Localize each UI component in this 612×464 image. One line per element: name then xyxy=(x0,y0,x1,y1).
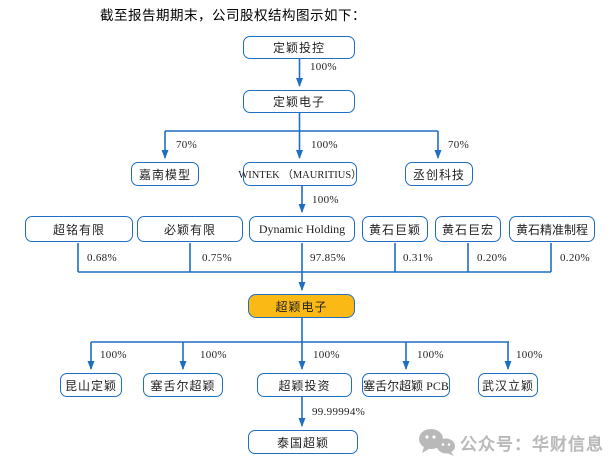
diagram-heading: 截至报告期期末，公司股权结构图示如下： xyxy=(100,8,366,23)
edge-label-holding-electronics: 100% xyxy=(310,61,337,73)
edge-label-chengchuang: 70% xyxy=(448,139,470,151)
node-jianan-moxing: 嘉南模型 xyxy=(131,162,199,186)
edge-label-wuhan-pct: 100% xyxy=(516,349,543,361)
node-huangshi-precision: 黄石精准制程 xyxy=(509,216,595,242)
edge-label-wintek-dynamic: 100% xyxy=(312,194,339,206)
edge-label-juying-pct: 0.31% xyxy=(403,252,433,264)
edge-label-thailand-pct: 99.99994% xyxy=(312,406,366,418)
node-seychelles-chaoying-pcb: 塞舌尔超颖 PCB xyxy=(362,373,450,397)
edge-label-pcb-pct: 100% xyxy=(417,349,444,361)
node-wuhan-liying: 武汉立颖 xyxy=(478,373,538,397)
node-seychelles-chaoying: 塞舌尔超颖 xyxy=(143,373,223,397)
edge-label-precision-pct: 0.20% xyxy=(560,252,590,264)
edge-label-wintek: 100% xyxy=(311,139,338,151)
node-thailand-chaoying: 泰国超颖 xyxy=(248,430,358,454)
node-dingying-investment-holding: 定颖投控 xyxy=(243,36,355,59)
node-chaoming-ltd: 超铭有限 xyxy=(25,216,133,242)
edge-label-chaoming-pct: 0.68% xyxy=(87,252,117,264)
node-chaoying-investment: 超颖投资 xyxy=(257,373,352,397)
node-chengchuang-tech: 丞创科技 xyxy=(405,162,473,186)
node-kunshan-dingying: 昆山定颖 xyxy=(60,373,122,397)
edge-label-kunshan-pct: 100% xyxy=(100,349,127,361)
edge-label-biying-pct: 0.75% xyxy=(202,252,232,264)
node-huangshi-juhong: 黄石巨宏 xyxy=(435,216,501,242)
node-huangshi-juying: 黄石巨颖 xyxy=(362,216,428,242)
node-wintek-mauritius: WINTEK （MAURITIUS） xyxy=(238,162,362,186)
edge-label-dynamic-pct: 97.85% xyxy=(310,252,346,264)
node-dynamic-holding: Dynamic Holding xyxy=(249,216,355,242)
edge-label-investment-pct: 100% xyxy=(313,349,340,361)
edge-label-seychelles-pct: 100% xyxy=(200,349,227,361)
wechat-icon xyxy=(419,429,455,456)
watermark: 公众号：华财信息 xyxy=(418,428,604,456)
node-dingying-electronics: 定颖电子 xyxy=(243,90,355,113)
watermark-text: 公众号：华财信息 xyxy=(460,434,604,454)
edge-label-jianan: 70% xyxy=(176,139,198,151)
node-biying-ltd: 必颖有限 xyxy=(137,216,243,242)
node-chaoying-electronics: 超颖电子 xyxy=(248,294,355,318)
edge-label-juhong-pct: 0.20% xyxy=(477,252,507,264)
